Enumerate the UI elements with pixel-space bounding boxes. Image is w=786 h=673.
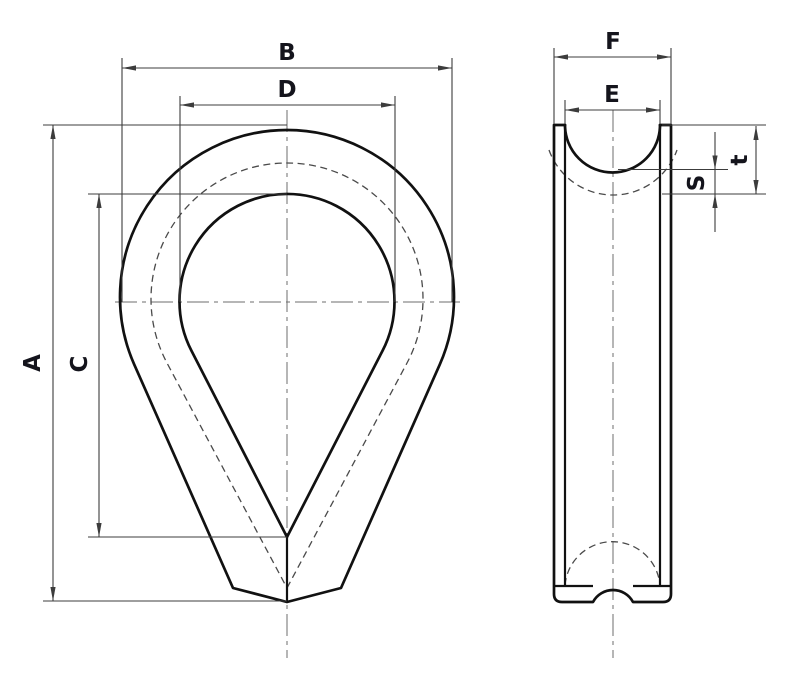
dim-label-E: E bbox=[604, 82, 620, 108]
side-top-cup-arc bbox=[563, 123, 662, 174]
dim-t-arrow-down-icon bbox=[753, 180, 759, 194]
dim-label-C: C bbox=[67, 356, 93, 373]
side-view bbox=[548, 110, 678, 658]
dim-S-arrow-up-icon bbox=[712, 194, 718, 208]
side-bottom-groove-dashed bbox=[564, 541, 661, 586]
dim-label-B: B bbox=[278, 40, 296, 66]
dim-label-t: t bbox=[727, 155, 753, 166]
dim-C-arrow-down-icon bbox=[96, 523, 102, 537]
dimension-F: F bbox=[553, 29, 672, 124]
dim-C-arrow-up-icon bbox=[96, 194, 102, 208]
dim-label-D: D bbox=[277, 77, 296, 103]
dimension-B: B bbox=[121, 40, 453, 302]
dim-F-arrow-right-icon bbox=[657, 54, 671, 60]
front-outer-profile bbox=[118, 128, 456, 604]
dim-A-arrow-up-icon bbox=[50, 125, 56, 139]
dim-label-A: A bbox=[20, 354, 46, 372]
dim-E-arrow-right-icon bbox=[646, 107, 660, 113]
front-view bbox=[115, 110, 460, 658]
dim-label-S: S bbox=[684, 175, 710, 192]
dimension-D: D bbox=[179, 77, 396, 302]
dimension-C: C bbox=[67, 193, 287, 538]
side-outer-profile bbox=[552, 123, 673, 604]
dim-A-arrow-down-icon bbox=[50, 587, 56, 601]
dim-F-arrow-left-icon bbox=[554, 54, 568, 60]
dim-S-arrow-down-icon bbox=[712, 155, 718, 170]
dim-t-arrow-up-icon bbox=[753, 126, 759, 140]
dim-label-F: F bbox=[605, 29, 621, 55]
side-top-groove-dashed bbox=[548, 149, 678, 196]
dimension-A: A bbox=[20, 124, 287, 602]
dimension-t: t bbox=[662, 124, 766, 195]
dim-D-arrow-right-icon bbox=[381, 102, 395, 108]
dim-B-arrow-right-icon bbox=[438, 65, 452, 71]
front-rope-path-dashed bbox=[150, 162, 424, 590]
dim-D-arrow-left-icon bbox=[180, 102, 194, 108]
dimension-E: E bbox=[564, 82, 661, 124]
dim-E-arrow-left-icon bbox=[565, 107, 579, 113]
dimension-S: S bbox=[618, 132, 728, 232]
dim-B-arrow-left-icon bbox=[122, 65, 136, 71]
